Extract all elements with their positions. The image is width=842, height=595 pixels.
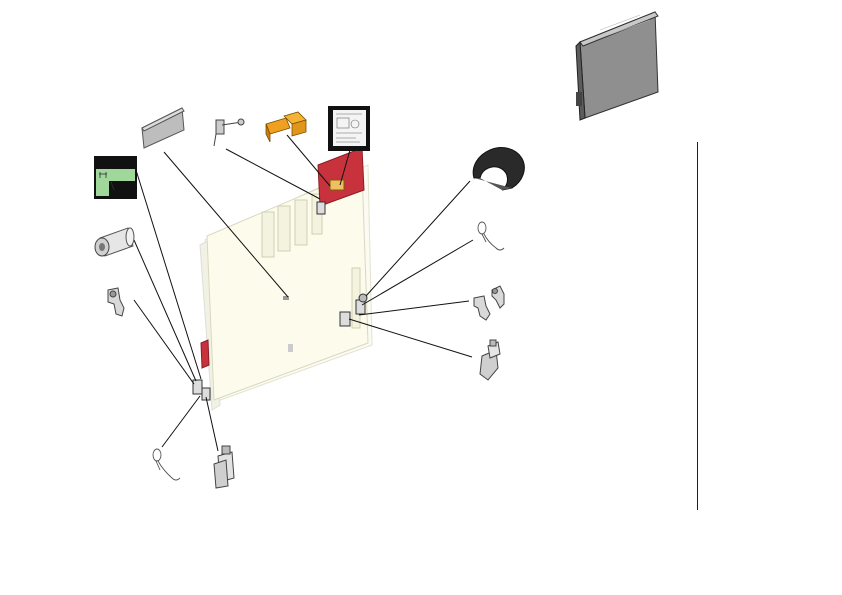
leader-lines: [133, 134, 474, 452]
cable-clip-icon: [213, 118, 245, 147]
handle-right-icon: [479, 339, 501, 381]
bracket-icon: [265, 111, 307, 143]
circuit-board: [206, 169, 369, 401]
left-hardware-stack: [192, 379, 211, 401]
instruction-label-icon: [328, 106, 370, 151]
assembled-module-icon: [575, 11, 659, 121]
latch-left-icon: [107, 287, 125, 317]
red-panel-top: [317, 147, 365, 207]
green-label-icon: [94, 156, 137, 199]
red-panel-left: [200, 339, 210, 369]
spring-clip-right-icon: [477, 221, 505, 251]
small-connector: [329, 179, 345, 191]
cylinder-icon: [94, 227, 135, 257]
spring-clip-left-icon: [152, 448, 181, 481]
cover-plate-icon: [141, 107, 185, 149]
latch-pair-right-icon: [473, 285, 505, 321]
right-hardware-stack: [339, 293, 368, 327]
main-board-assembly: [192, 147, 373, 411]
washer-icon: [472, 147, 525, 191]
handle-left-icon: [213, 445, 235, 489]
vertical-divider: [697, 142, 698, 510]
